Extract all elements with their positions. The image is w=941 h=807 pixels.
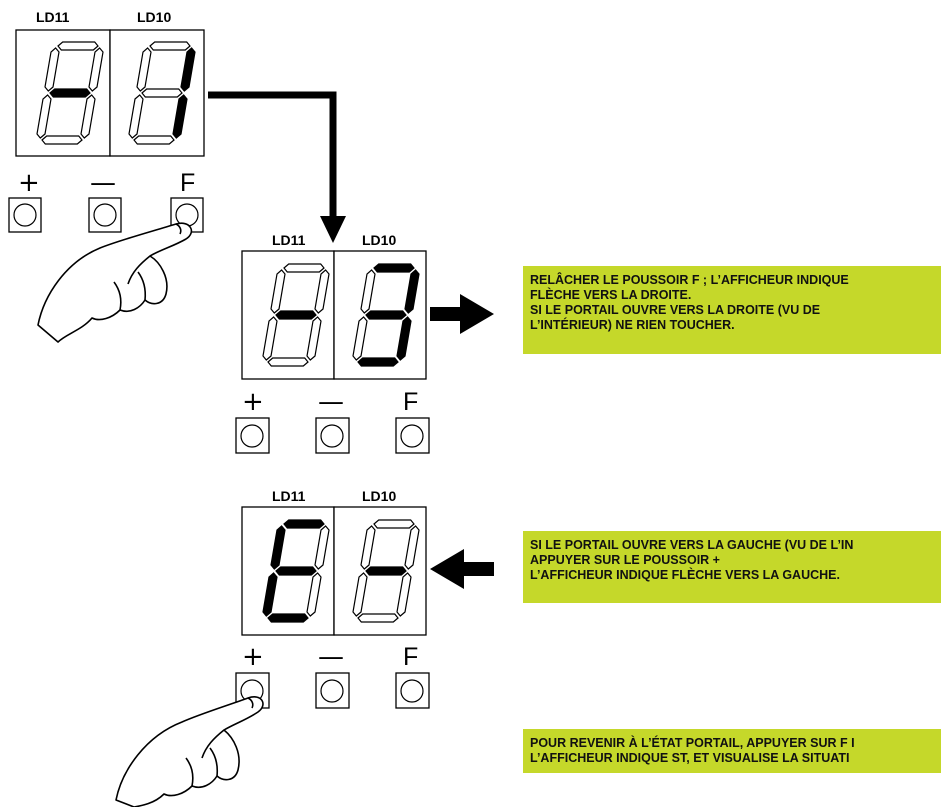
segment-b xyxy=(88,47,104,92)
segment-c xyxy=(306,572,322,617)
segment-g xyxy=(49,88,91,98)
segment-g xyxy=(365,310,407,320)
panel-2-plus-button[interactable] xyxy=(235,417,270,454)
segment-g xyxy=(141,88,183,98)
note-release-f: RELÂCHER LE POUSSOIR F ; L’AFFICHEUR IND… xyxy=(523,266,941,354)
segment-a xyxy=(57,41,99,51)
segment-d xyxy=(357,613,399,623)
panel-1-digit-ld11 xyxy=(36,41,104,145)
segment-d xyxy=(267,357,309,367)
segment-f xyxy=(270,269,286,314)
segment-c xyxy=(80,94,96,139)
segment-e xyxy=(262,572,278,617)
note-line: RELÂCHER LE POUSSOIR F ; L’AFFICHEUR IND… xyxy=(530,273,849,287)
panel-2-f-button[interactable] xyxy=(395,417,430,454)
panel-1-ld11-label: LD11 xyxy=(36,9,70,25)
segment-c xyxy=(306,316,322,361)
segment-d xyxy=(41,135,83,145)
segment-d xyxy=(133,135,175,145)
panel-3-minus-button[interactable] xyxy=(315,672,350,709)
segment-f xyxy=(360,525,376,570)
segment-a xyxy=(283,519,325,529)
segment-f xyxy=(136,47,152,92)
segment-f xyxy=(270,525,286,570)
panel-3-ld10-label: LD10 xyxy=(362,488,396,504)
note-line: L’AFFICHEUR INDIQUE ST, ET VISUALISE LA … xyxy=(530,751,850,765)
note-line: L’INTÉRIEUR) NE RIEN TOUCHER. xyxy=(530,318,735,332)
note-line: SI LE PORTAIL OUVRE VERS LA GAUCHE (VU D… xyxy=(530,538,854,552)
panel-1: LD11 LD10 + — F xyxy=(8,9,205,343)
note-line: APPUYER SUR LE POUSSOIR + xyxy=(530,553,720,567)
panel-3-minus-label: — xyxy=(318,642,344,672)
segment-e xyxy=(262,316,278,361)
segment-e xyxy=(128,94,144,139)
segment-g xyxy=(275,566,317,576)
note-line: L’AFFICHEUR INDIQUE FLÈCHE VERS LA GAUCH… xyxy=(530,568,840,582)
panel-3-digit-ld11 xyxy=(262,519,330,623)
panel-2-f-label: F xyxy=(403,388,418,416)
segment-b xyxy=(180,47,196,92)
panel-2-plus-label: + xyxy=(242,387,264,417)
segment-c xyxy=(396,572,412,617)
panel-2: LD11 LD10 + — F xyxy=(235,232,494,454)
panel-1-f-label: F xyxy=(180,169,195,197)
segment-c xyxy=(172,94,188,139)
panel-1-minus-button[interactable] xyxy=(88,197,122,233)
panel-2-minus-label: — xyxy=(318,387,344,417)
note-press-plus: SI LE PORTAIL OUVRE VERS LA GAUCHE (VU D… xyxy=(523,531,941,603)
segment-d xyxy=(267,613,309,623)
segment-g xyxy=(365,566,407,576)
note-line: POUR REVENIR À L’ÉTAT PORTAIL, APPUYER S… xyxy=(530,736,855,750)
segment-b xyxy=(404,525,420,570)
pointing-hand-icon xyxy=(37,222,193,343)
panel-1-plus-label: + xyxy=(18,168,40,198)
segment-b xyxy=(314,269,330,314)
panel-3: LD11 LD10 + — F xyxy=(115,488,494,807)
segment-b xyxy=(314,525,330,570)
segment-a xyxy=(149,41,191,51)
panel-2-ld11-label: LD11 xyxy=(272,232,306,248)
panel-1-plus-button[interactable] xyxy=(8,197,42,233)
panel-3-f-label: F xyxy=(403,643,418,671)
segment-d xyxy=(357,357,399,367)
note-return-state: POUR REVENIR À L’ÉTAT PORTAIL, APPUYER S… xyxy=(523,729,941,773)
pointing-hand-icon xyxy=(115,696,264,807)
panel-2-digit-ld10 xyxy=(352,263,420,367)
segment-e xyxy=(352,316,368,361)
arrow-left-icon xyxy=(430,549,494,589)
panel-3-plus-label: + xyxy=(242,642,264,672)
panel-2-digit-ld11 xyxy=(262,263,330,367)
panel-1-minus-label: — xyxy=(90,168,116,198)
panel-1-digit-ld10 xyxy=(128,41,196,145)
panel-2-ld10-label: LD10 xyxy=(362,232,396,248)
segment-a xyxy=(373,263,415,273)
segment-e xyxy=(352,572,368,617)
panel-1-ld10-label: LD10 xyxy=(137,9,171,25)
flow-arrow-down xyxy=(208,91,346,243)
segment-f xyxy=(360,269,376,314)
segment-a xyxy=(283,263,325,273)
note-line: SI LE PORTAIL OUVRE VERS LA DROITE (VU D… xyxy=(530,303,821,317)
segment-g xyxy=(275,310,317,320)
panel-3-digit-ld10 xyxy=(352,519,420,623)
segment-b xyxy=(404,269,420,314)
panel-3-ld11-label: LD11 xyxy=(272,488,306,504)
segment-a xyxy=(373,519,415,529)
arrow-right-icon xyxy=(430,294,494,334)
panel-2-minus-button[interactable] xyxy=(315,417,350,454)
segment-f xyxy=(44,47,60,92)
panel-3-f-button[interactable] xyxy=(395,672,430,709)
note-line: FLÈCHE VERS LA DROITE. xyxy=(530,288,692,302)
segment-c xyxy=(396,316,412,361)
segment-e xyxy=(36,94,52,139)
